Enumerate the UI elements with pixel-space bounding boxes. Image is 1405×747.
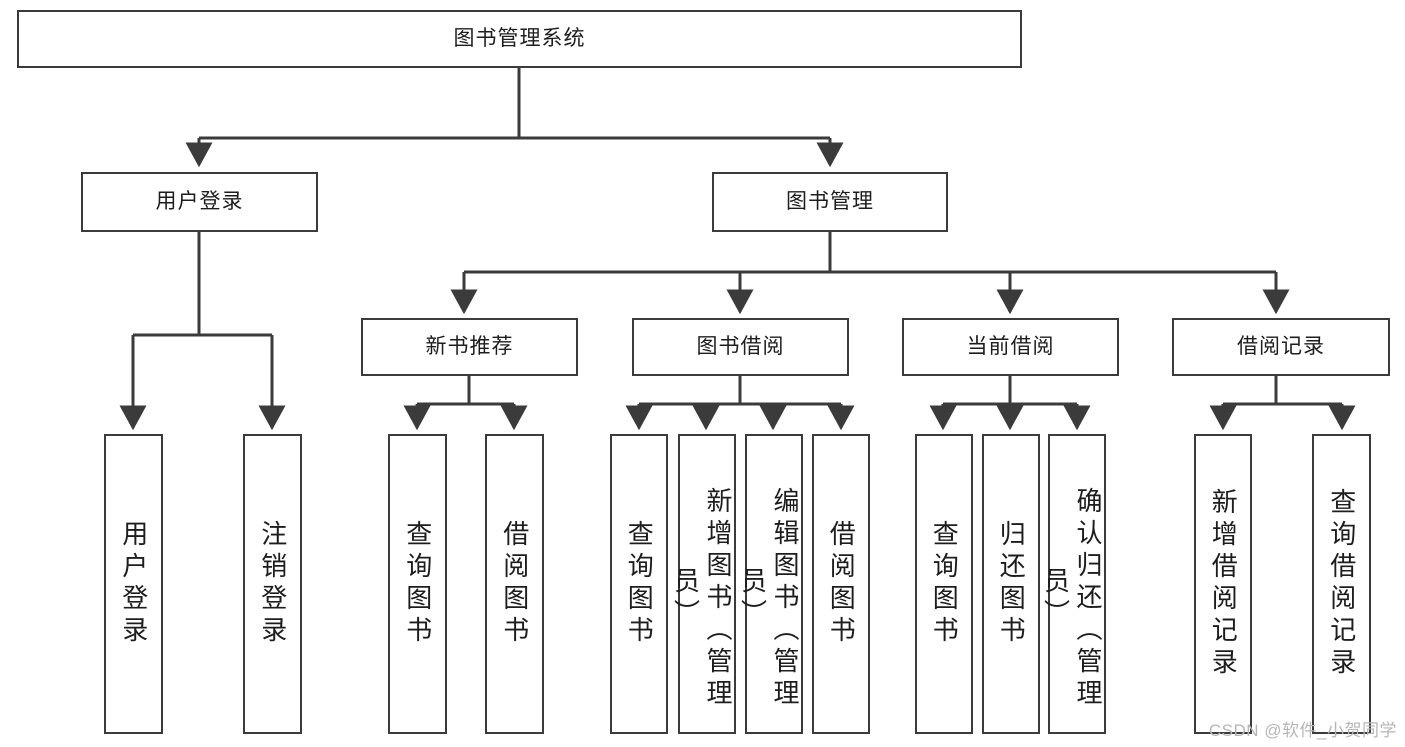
node-current-borrow[interactable]: 当前借阅 — [902, 318, 1119, 376]
leaf-new-book-query[interactable]: 查询图书 — [388, 434, 447, 734]
leaf-current-confirm-return-admin[interactable]: 确认归还（管理员） — [1041, 434, 1106, 734]
leaf-user-login-login[interactable]: 用户登录 — [104, 434, 163, 734]
leaf-record-query-record[interactable]: 查询借阅记录 — [1312, 434, 1371, 734]
node-user-login[interactable]: 用户登录 — [81, 172, 318, 232]
node-book-borrow[interactable]: 图书借阅 — [632, 318, 849, 376]
leaf-borrow-borrow-book[interactable]: 借阅图书 — [812, 434, 870, 734]
node-book-management[interactable]: 图书管理 — [712, 172, 948, 232]
leaf-record-add-record[interactable]: 新增借阅记录 — [1194, 434, 1252, 734]
node-new-book-recommend[interactable]: 新书推荐 — [361, 318, 578, 376]
node-root-system[interactable]: 图书管理系统 — [17, 10, 1022, 68]
watermark-text: CSDN @软件_小贺同学 — [1208, 721, 1397, 740]
leaf-current-query-book[interactable]: 查询图书 — [915, 434, 973, 734]
leaf-borrow-edit-book-admin[interactable]: 编辑图书（管理员） — [738, 434, 803, 734]
leaf-new-book-borrow[interactable]: 借阅图书 — [485, 434, 544, 734]
node-borrow-record[interactable]: 借阅记录 — [1172, 318, 1390, 376]
leaf-user-login-logout[interactable]: 注销登录 — [243, 434, 302, 734]
leaf-current-return-book[interactable]: 归还图书 — [982, 434, 1040, 734]
leaf-borrow-query-book[interactable]: 查询图书 — [610, 434, 668, 734]
leaf-borrow-add-book-admin[interactable]: 新增图书（管理员） — [671, 434, 736, 734]
